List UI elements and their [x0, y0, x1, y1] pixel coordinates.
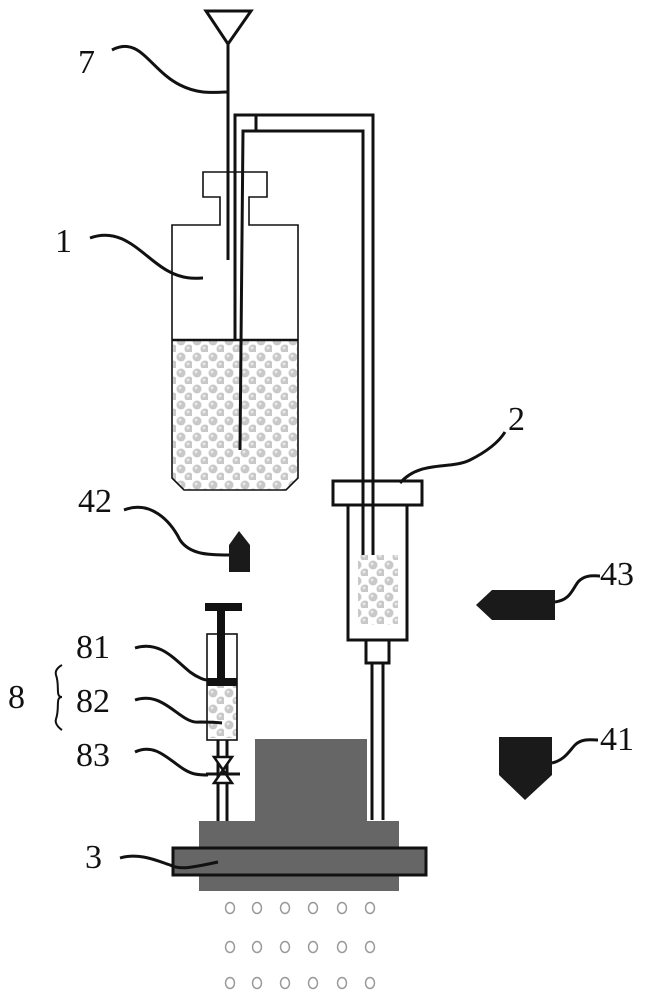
droplet — [251, 940, 263, 954]
sensor-43 — [476, 590, 555, 620]
leader-lines — [54, 44, 601, 870]
syringe-group — [205, 603, 242, 822]
label-7: 7 — [78, 44, 95, 81]
droplet — [279, 901, 291, 915]
chip — [171, 739, 428, 891]
funnel — [203, 9, 254, 260]
droplet — [307, 940, 319, 954]
droplet — [251, 976, 263, 990]
droplets — [224, 901, 376, 990]
plunger-rod — [217, 611, 225, 681]
droplet — [224, 940, 236, 954]
label-2: 2 — [508, 401, 525, 438]
plunger-handle — [205, 603, 242, 611]
droplet — [336, 901, 348, 915]
droplet — [364, 901, 376, 915]
droplet — [336, 940, 348, 954]
droplet — [336, 976, 348, 990]
plunger-head — [207, 678, 237, 686]
droplet — [224, 901, 236, 915]
label-82: 82 — [76, 683, 110, 720]
droplet — [307, 976, 319, 990]
label-8: 8 — [8, 679, 25, 716]
transfer-tube — [233, 113, 375, 560]
label-1: 1 — [55, 223, 72, 260]
valve — [206, 755, 240, 785]
droplet — [364, 940, 376, 954]
bottle-outline — [171, 171, 299, 491]
label-3: 3 — [85, 839, 102, 876]
droplet — [307, 901, 319, 915]
sensor-41 — [499, 737, 552, 800]
label-83: 83 — [76, 737, 110, 774]
feed-syringe — [331, 479, 424, 820]
droplet — [251, 901, 263, 915]
sensor-42 — [229, 531, 250, 572]
droplet — [224, 976, 236, 990]
label-42: 42 — [78, 483, 112, 520]
droplet — [364, 976, 376, 990]
label-41: 41 — [600, 721, 634, 758]
bottle-liquid — [173, 340, 297, 490]
droplet — [279, 940, 291, 954]
label-81: 81 — [76, 629, 110, 666]
droplet — [279, 976, 291, 990]
label-43: 43 — [600, 556, 634, 593]
